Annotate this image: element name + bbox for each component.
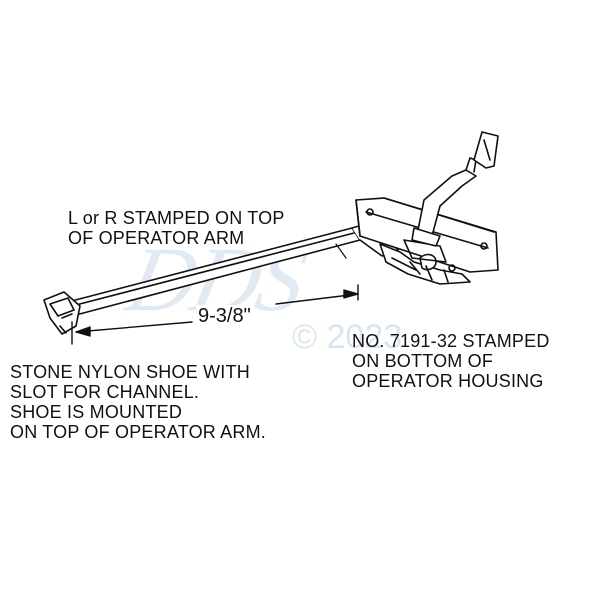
- arm-stamp-line-1: L or R STAMPED ON TOP: [68, 208, 285, 228]
- arm-stamp-label: L or R STAMPED ON TOP OF OPERATOR ARM: [68, 208, 285, 248]
- shoe-note-line-2: SLOT FOR CHANNEL.: [10, 382, 200, 402]
- nylon-shoe: [43, 291, 81, 335]
- shoe-note-line-3: SHOE IS MOUNTED: [10, 402, 183, 422]
- housing-stamp-label: NO. 7191-32 STAMPED ON BOTTOM OF OPERATO…: [352, 331, 550, 391]
- shoe-note-label: STONE NYLON SHOE WITH SLOT FOR CHANNEL. …: [10, 362, 266, 442]
- housing-stamp-line-2: ON BOTTOM OF: [352, 351, 494, 371]
- housing-stamp-line-1: NO. 7191-32 STAMPED: [352, 331, 550, 351]
- shoe-note-line-1: STONE NYLON SHOE WITH: [10, 362, 250, 382]
- crank-handle: [411, 131, 499, 247]
- arm-stamp-line-2: OF OPERATOR ARM: [68, 228, 245, 248]
- arm-label-leader: [335, 243, 347, 259]
- dimension-label: 9-3/8": [196, 305, 253, 328]
- shoe-note-line-4: ON TOP OF OPERATOR ARM.: [10, 422, 266, 442]
- dimension-line: [71, 284, 359, 345]
- housing-stamp-line-3: OPERATOR HOUSING: [352, 371, 544, 391]
